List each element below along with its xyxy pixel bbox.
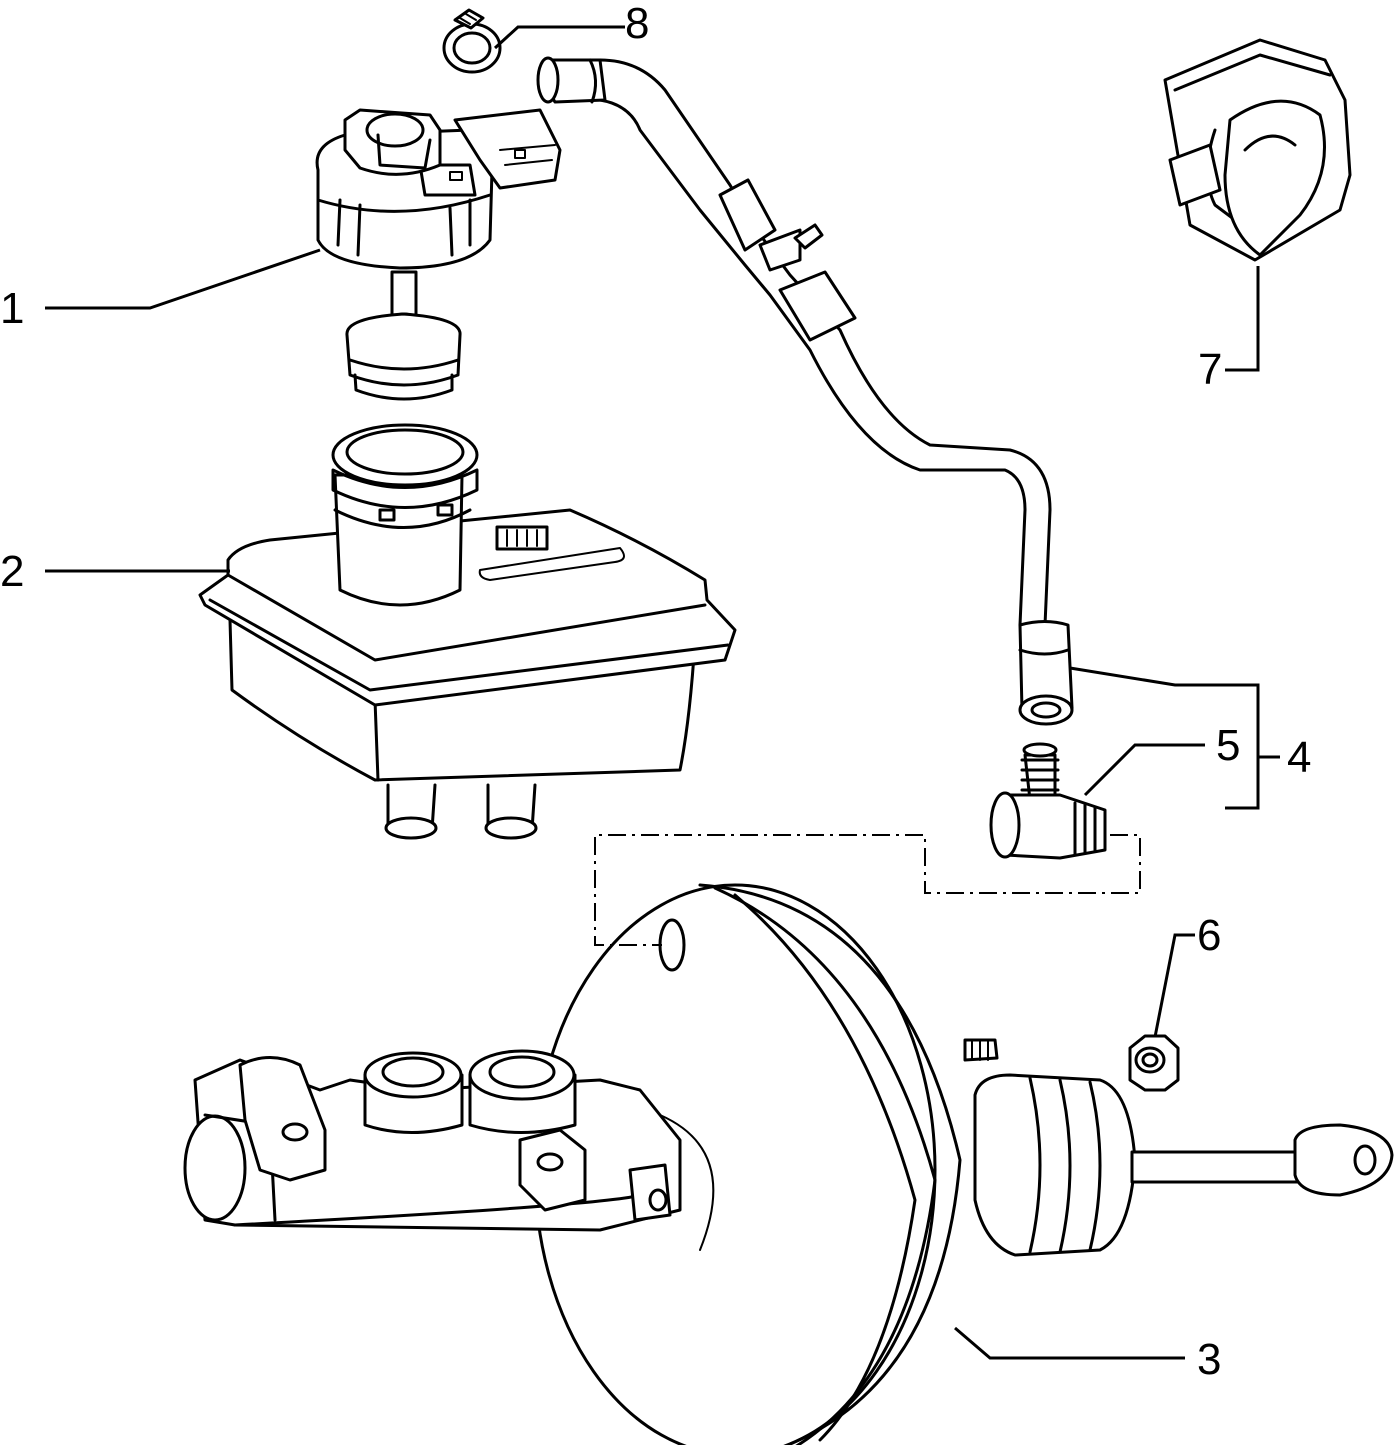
leader-1: [45, 248, 321, 310]
part-7-clip: [1163, 38, 1352, 262]
leader-4-bracket: [1069, 666, 1280, 810]
location-dashed-line: [594, 834, 1141, 946]
callout-2: 2: [0, 547, 24, 596]
callout-3: 3: [1197, 1335, 1221, 1384]
callout-4: 4: [1287, 733, 1311, 782]
callout-labels: 1 2 3 4 5 6 7 8: [0, 0, 1311, 1384]
callout-1: 1: [0, 284, 24, 333]
leader-5: [1083, 743, 1205, 797]
leader-6: [1153, 933, 1195, 1038]
part-8-hose-clamp: [442, 8, 502, 74]
part-6-nut: [1128, 1034, 1180, 1092]
callout-5: 5: [1216, 721, 1240, 770]
part-1-reservoir-cap: [315, 108, 562, 401]
callout-7: 7: [1198, 345, 1222, 394]
leader-3: [954, 1326, 1185, 1360]
leader-lines: [45, 25, 1280, 1360]
part-2-reservoir-tank: [198, 423, 737, 840]
part-5-elbow-fitting: [989, 742, 1107, 860]
part-4-vacuum-hose: [536, 56, 1074, 726]
leader-8: [493, 25, 625, 50]
part-3-brake-servo: [533, 883, 1394, 1445]
leader-7: [1225, 266, 1260, 372]
part-3-master-cylinder: [183, 1049, 682, 1232]
callout-8: 8: [625, 0, 649, 48]
callout-6: 6: [1197, 911, 1221, 960]
